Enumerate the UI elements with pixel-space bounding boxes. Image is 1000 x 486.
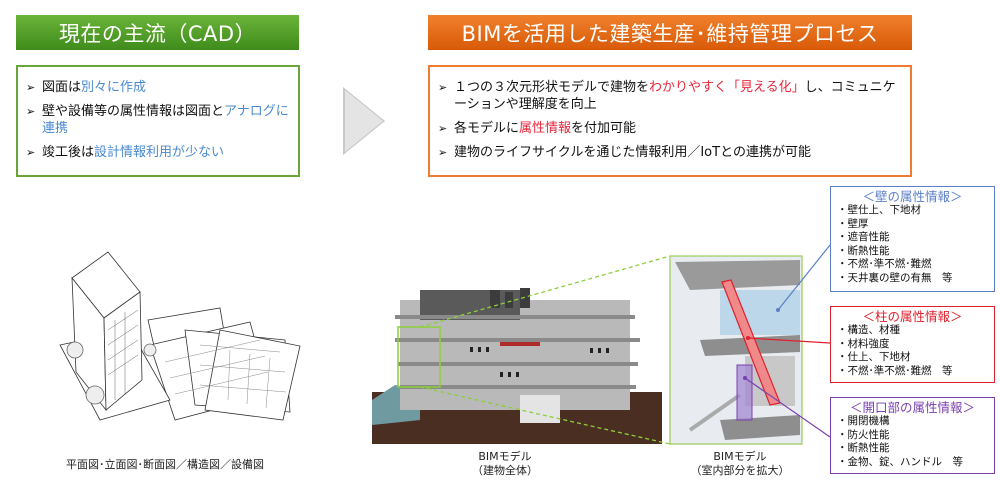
bim-whole-building-model — [372, 288, 662, 444]
column-attributes-box: ＜柱の属性情報＞ ・構造、材種 ・材料強度 ・仕上、下地材 ・不燃･準不燃･難燃… — [830, 306, 995, 383]
bullet-highlight: わかりやすく「見える化」 — [649, 80, 805, 95]
attribute-item: ・断熱性能 — [837, 244, 890, 257]
cad-drawings-sketch — [59, 251, 301, 421]
zoom-connector-lines — [419, 255, 671, 445]
bim-bullet-item: ➢ １つの３次元形状モデルで建物をわかりやすく「見える化」し、コミュニケーションや… — [438, 79, 902, 113]
bim-bullet-item: ➢ 各モデルに属性情報を付加可能 — [438, 120, 902, 137]
zoom-region-highlight — [397, 326, 441, 388]
attribute-item: ・開閉機構 — [837, 415, 890, 427]
attribute-item: ・断熱性能 — [837, 442, 890, 454]
attribute-item: ・材料強度 — [837, 337, 890, 350]
bullet-text: 図面は — [42, 80, 82, 95]
column-attributes-title: ＜柱の属性情報＞ — [862, 309, 963, 324]
caption-line: BIMモデル — [713, 450, 767, 463]
opening-attributes-title: ＜開口部の属性情報＞ — [849, 400, 975, 415]
bim-bullet-box: ➢ １つの３次元形状モデルで建物をわかりやすく「見える化」し、コミュニケーションや… — [428, 65, 912, 177]
bullet-highlight: 属性情報 — [519, 121, 572, 136]
cad-drawings-caption: 平面図･立面図･断面図／構造図／設備図 — [20, 458, 310, 472]
cad-bullet-box: ➢ 図面は別々に作成 ➢ 壁や設備等の属性情報は図面とアナログに連携 ➢ 竣工後は設計… — [16, 65, 300, 177]
attribute-item: ・金物、錠、ハンドル 等 — [837, 455, 963, 468]
cad-header: 現在の主流（CAD） — [16, 15, 299, 50]
attribute-item: ・防火性能 — [837, 428, 890, 441]
attribute-item: ・壁厚 — [837, 217, 869, 230]
bim-header: BIMを活用した建築生産･維持管理プロセス — [428, 15, 912, 50]
opening-attributes-box: ＜開口部の属性情報＞ ・開閉機構 ・防火性能 ・断熱性能 ・金物、錠、ハンドル … — [830, 397, 995, 474]
opening-highlight — [736, 364, 753, 421]
bullet-text: １つの３次元形状モデルで建物を — [454, 80, 650, 95]
caption-line: BIMモデル — [478, 450, 532, 463]
caption-text: 平面図･立面図･断面図／構造図／設備図 — [66, 458, 264, 471]
cad-bullet-list: ➢ 図面は別々に作成 ➢ 壁や設備等の属性情報は図面とアナログに連携 ➢ 竣工後は設計… — [26, 79, 290, 161]
wall-attributes-title: ＜壁の属性情報＞ — [862, 189, 963, 204]
bim-header-title: BIMを活用した建築生産･維持管理プロセス — [461, 21, 879, 46]
attribute-item: ・構造、材種 — [837, 324, 900, 336]
bullet-text: 竣工後は — [42, 145, 95, 160]
bullet-highlight: アナログに連携 — [42, 104, 289, 136]
attribute-item: ・壁仕上、下地材 — [837, 204, 921, 216]
caption-line: （建物全体） — [472, 464, 538, 477]
bim-whole-caption: BIMモデル （建物全体） — [455, 450, 555, 478]
bullet-arrow-icon: ➢ — [438, 81, 448, 94]
cad-header-title: 現在の主流（CAD） — [58, 21, 257, 46]
callout-leader-lines — [743, 244, 831, 438]
attribute-item: ・天井裏の壁の有無 等 — [837, 271, 953, 284]
bullet-arrow-icon: ➢ — [26, 146, 36, 159]
bullet-tail: を付加可能 — [571, 121, 637, 136]
attribute-item: ・不燃･準不燃･難燃 等 — [837, 364, 953, 377]
bullet-arrow-icon: ➢ — [438, 122, 448, 135]
arrow-fill — [345, 90, 383, 152]
bullet-text: 各モデルに — [454, 121, 520, 136]
bim-interior-zoom-model — [669, 255, 803, 445]
caption-line: （室内部分を拡大） — [690, 464, 790, 477]
attribute-item: ・不燃･準不燃･難燃 — [837, 258, 932, 270]
bullet-arrow-icon: ➢ — [438, 146, 448, 159]
wall-attributes-box: ＜壁の属性情報＞ ・壁仕上、下地材 ・壁厚 ・遮音性能 ・断熱性能 ・不燃･準不… — [830, 186, 995, 292]
attribute-item: ・遮音性能 — [837, 231, 890, 243]
bullet-arrow-icon: ➢ — [26, 81, 36, 94]
bullet-highlight: 別々に作成 — [81, 80, 147, 95]
cad-bullet-item: ➢ 竣工後は設計情報利用が少ない — [26, 144, 290, 161]
cad-bullet-item: ➢ 壁や設備等の属性情報は図面とアナログに連携 — [26, 103, 290, 137]
bullet-text: 建物のライフサイクルを通じた情報利用／IoTとの連携が可能 — [454, 145, 811, 160]
bim-bullet-item: ➢ 建物のライフサイクルを通じた情報利用／IoTとの連携が可能 — [438, 144, 902, 161]
bullet-highlight: 設計情報利用が少ない — [94, 145, 225, 160]
attribute-item: ・仕上、下地材 — [837, 351, 911, 363]
bullet-arrow-icon: ➢ — [26, 105, 36, 118]
cad-bullet-item: ➢ 図面は別々に作成 — [26, 79, 290, 96]
bim-zoom-caption: BIMモデル （室内部分を拡大） — [665, 450, 815, 478]
bullet-tail: し、コミュニケーションや理解度を向上 — [454, 80, 896, 112]
bim-bullet-list: ➢ １つの３次元形状モデルで建物をわかりやすく「見える化」し、コミュニケーションや… — [438, 79, 902, 161]
bullet-text: 壁や設備等の属性情報は図面と — [42, 104, 225, 119]
